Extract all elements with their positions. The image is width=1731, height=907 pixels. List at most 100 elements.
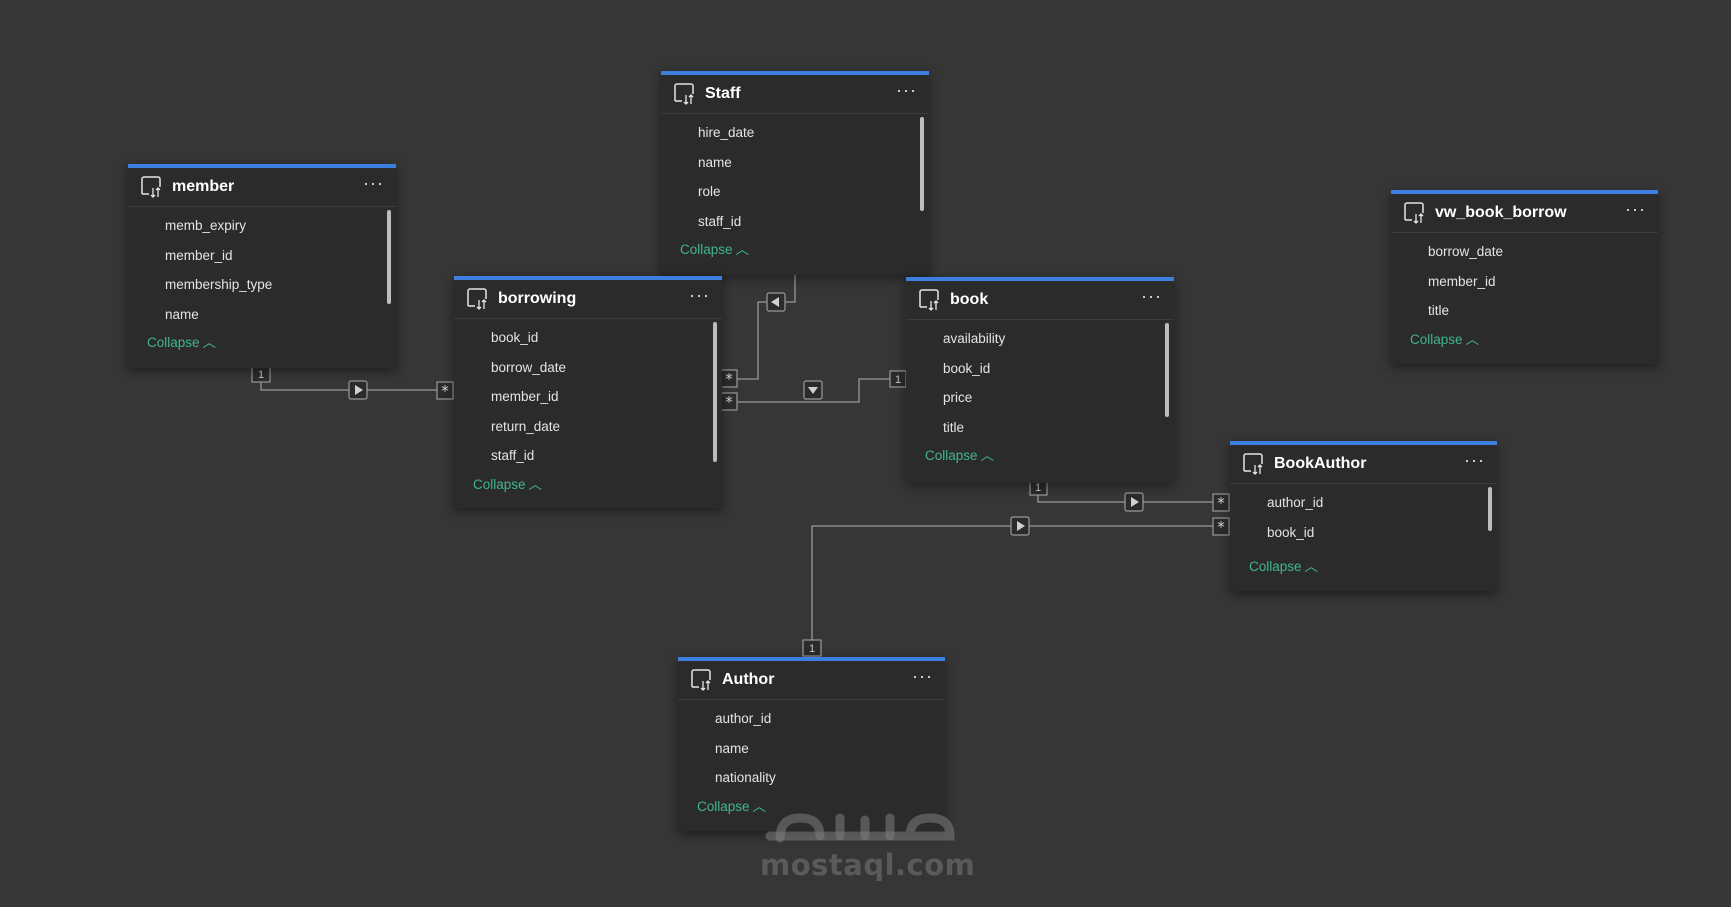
svg-text:*: * bbox=[1217, 518, 1225, 536]
collapse-button[interactable]: Collapse︿ bbox=[678, 793, 945, 825]
collapse-button[interactable]: Collapse︿ bbox=[1230, 553, 1497, 585]
table-title: borrowing bbox=[498, 290, 577, 307]
chevron-up-icon: ︿ bbox=[735, 242, 750, 257]
svg-text:*: * bbox=[725, 370, 733, 388]
filter-arrow-book-bookauthor[interactable] bbox=[1124, 492, 1144, 512]
field-title[interactable]: title bbox=[943, 419, 965, 435]
chevron-up-icon: ︿ bbox=[752, 798, 767, 814]
ellipsis-icon[interactable]: ··· bbox=[896, 80, 917, 100]
field-list[interactable]: availability book_id price title bbox=[906, 320, 1174, 442]
svg-text:*: * bbox=[441, 382, 449, 400]
cardinality-many-borrowing-member: * bbox=[436, 381, 454, 400]
svg-text:*: * bbox=[725, 393, 733, 411]
field-member-id[interactable]: member_id bbox=[1428, 273, 1496, 289]
table-header[interactable]: book ··· bbox=[906, 281, 1174, 320]
chevron-up-icon: ︿ bbox=[1465, 331, 1480, 347]
table-header[interactable]: Author ··· bbox=[678, 661, 945, 700]
ellipsis-icon[interactable]: ··· bbox=[1141, 286, 1162, 306]
field-staff-id[interactable]: staff_id bbox=[698, 213, 742, 229]
field-title[interactable]: title bbox=[1428, 303, 1450, 318]
watermark-text: mostaql.com bbox=[760, 848, 976, 882]
cardinality-one-member: 1 bbox=[251, 365, 271, 383]
table-icon bbox=[671, 81, 697, 107]
field-nationality[interactable]: nationality bbox=[715, 770, 776, 785]
table-title: book bbox=[950, 291, 989, 308]
table-card-borrowing[interactable]: borrowing ··· book_id borrow_date member… bbox=[454, 276, 722, 508]
chevron-up-icon: ︿ bbox=[1304, 559, 1319, 574]
field-author-id[interactable]: author_id bbox=[1267, 495, 1324, 510]
table-card-member[interactable]: member ··· memb_expiry member_id members… bbox=[128, 164, 396, 368]
field-member-id[interactable]: member_id bbox=[491, 389, 559, 404]
field-list[interactable]: borrow_date member_id title bbox=[1391, 233, 1658, 326]
svg-text:1: 1 bbox=[258, 369, 264, 381]
watermark-logo bbox=[765, 813, 955, 843]
svg-text:1: 1 bbox=[809, 643, 815, 655]
filter-arrow-staff-borrowing[interactable] bbox=[766, 292, 786, 312]
table-header[interactable]: BookAuthor ··· bbox=[1230, 445, 1497, 484]
table-header[interactable]: borrowing ··· bbox=[454, 280, 722, 319]
field-memb-expiry[interactable]: memb_expiry bbox=[165, 218, 247, 233]
field-role[interactable]: role bbox=[698, 184, 721, 199]
filter-arrow-author-bookauthor[interactable] bbox=[1010, 516, 1030, 536]
ellipsis-icon[interactable]: ··· bbox=[1464, 450, 1485, 470]
table-header[interactable]: member ··· bbox=[128, 168, 396, 207]
scrollbar[interactable] bbox=[713, 322, 717, 462]
field-hire-date[interactable]: hire_date bbox=[698, 125, 755, 140]
collapse-button[interactable]: Collapse︿ bbox=[1391, 326, 1658, 358]
field-price[interactable]: price bbox=[943, 390, 973, 405]
field-list[interactable]: author_id name nationality bbox=[678, 700, 945, 793]
svg-text:*: * bbox=[1217, 494, 1225, 512]
collapse-button[interactable]: Collapse︿ bbox=[128, 329, 396, 361]
collapse-button[interactable]: Collapse︿ bbox=[661, 236, 929, 268]
table-card-author[interactable]: Author ··· author_id name nationality Co… bbox=[678, 657, 945, 831]
ellipsis-icon[interactable]: ··· bbox=[1625, 199, 1646, 219]
chevron-up-icon: ︿ bbox=[202, 335, 217, 350]
cardinality-one-author: 1 bbox=[802, 639, 822, 657]
collapse-button[interactable]: Collapse︿ bbox=[454, 471, 722, 503]
table-icon bbox=[688, 667, 714, 693]
field-staff-id[interactable]: staff_id bbox=[491, 448, 535, 463]
cardinality-many-bookauthor-book: * bbox=[1212, 493, 1230, 512]
table-icon bbox=[1401, 200, 1427, 226]
scrollbar[interactable] bbox=[387, 210, 391, 304]
field-list[interactable]: hire_date name role staff_id bbox=[661, 114, 929, 236]
ellipsis-icon[interactable]: ··· bbox=[689, 285, 710, 305]
table-card-bookauthor[interactable]: BookAuthor ··· author_id book_id Collaps… bbox=[1230, 441, 1497, 591]
field-return-date[interactable]: return_date bbox=[491, 418, 561, 434]
field-name[interactable]: name bbox=[715, 740, 749, 756]
table-card-staff[interactable]: Staff ··· hire_date name role staff_id C… bbox=[661, 71, 929, 275]
table-header[interactable]: Staff ··· bbox=[661, 75, 929, 114]
field-member-id[interactable]: member_id bbox=[165, 247, 233, 263]
scrollbar[interactable] bbox=[1165, 323, 1169, 417]
field-book-id[interactable]: book_id bbox=[943, 360, 991, 376]
field-list[interactable]: memb_expiry member_id membership_type na… bbox=[128, 207, 396, 329]
filter-arrow-book-borrowing[interactable] bbox=[803, 380, 823, 400]
field-availability[interactable]: availability bbox=[943, 331, 1006, 346]
cardinality-one-book-left: 1 bbox=[889, 370, 907, 388]
field-list[interactable]: book_id borrow_date member_id return_dat… bbox=[454, 319, 722, 471]
ellipsis-icon[interactable]: ··· bbox=[363, 173, 384, 193]
cardinality-many-borrowing-book: * bbox=[720, 392, 738, 411]
scrollbar[interactable] bbox=[920, 117, 924, 211]
scrollbar[interactable] bbox=[1488, 487, 1492, 531]
field-author-id[interactable]: author_id bbox=[715, 711, 772, 726]
field-book-id[interactable]: book_id bbox=[491, 330, 539, 345]
cardinality-many-borrowing-staff: * bbox=[720, 369, 738, 388]
table-card-vw-book-borrow[interactable]: vw_book_borrow ··· borrow_date member_id… bbox=[1391, 190, 1658, 364]
field-name[interactable]: name bbox=[165, 306, 199, 322]
field-list[interactable]: author_id book_id bbox=[1230, 484, 1497, 547]
table-header[interactable]: vw_book_borrow ··· bbox=[1391, 194, 1658, 233]
field-book-id[interactable]: book_id bbox=[1267, 524, 1315, 540]
ellipsis-icon[interactable]: ··· bbox=[912, 666, 933, 686]
field-borrow-date[interactable]: borrow_date bbox=[1428, 244, 1504, 259]
field-borrow-date[interactable]: borrow_date bbox=[491, 359, 567, 375]
filter-arrow-member-borrowing[interactable] bbox=[348, 380, 368, 400]
table-title: member bbox=[172, 178, 235, 195]
cardinality-many-bookauthor-author: * bbox=[1212, 517, 1230, 536]
table-card-book[interactable]: book ··· availability book_id price titl… bbox=[906, 277, 1174, 483]
table-icon bbox=[916, 287, 942, 313]
field-name[interactable]: name bbox=[698, 154, 732, 170]
collapse-button[interactable]: Collapse︿ bbox=[906, 442, 1174, 474]
field-membership-type[interactable]: membership_type bbox=[165, 277, 273, 292]
